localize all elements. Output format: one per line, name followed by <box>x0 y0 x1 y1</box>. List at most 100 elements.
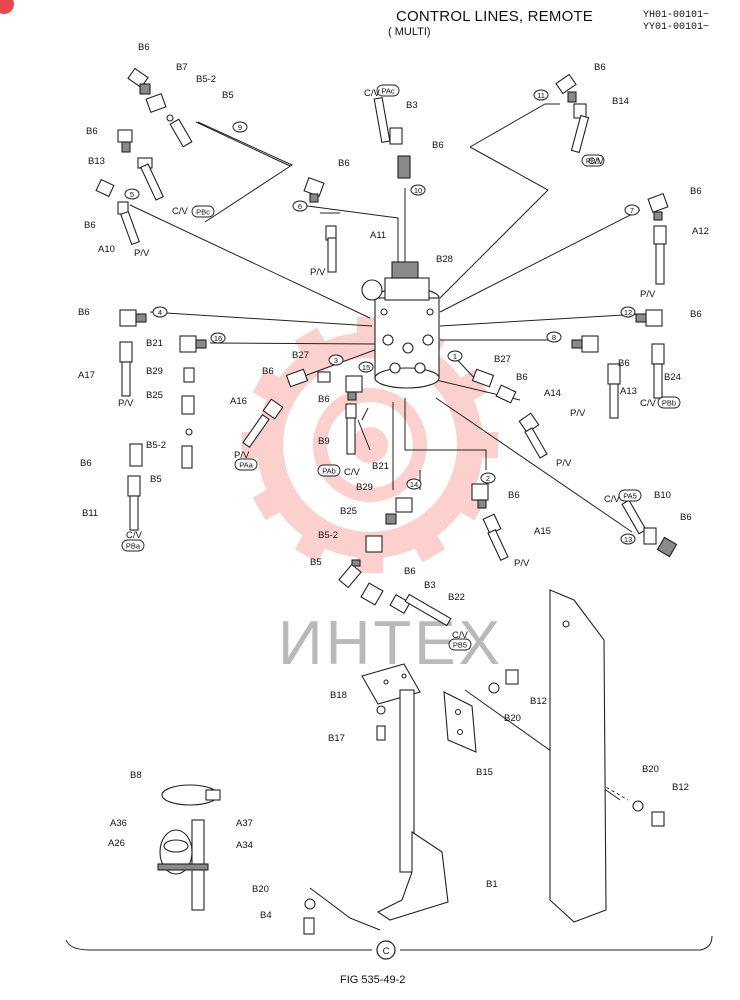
part-label-b4: B4 <box>260 910 272 921</box>
part-label-b6: B6 <box>680 512 692 523</box>
balloon-8: 8 <box>546 331 562 343</box>
balloon-15: 15 <box>358 361 374 373</box>
part-label-b6: B6 <box>78 307 90 318</box>
part-label-b12: B12 <box>530 696 547 707</box>
part-label-cv: C/V <box>604 494 621 505</box>
part-label-a34: A34 <box>236 840 253 851</box>
elbow-fitting-icon <box>571 335 599 353</box>
part-label-b6: B6 <box>516 372 528 383</box>
part-label-pv: P/V <box>134 248 150 259</box>
leader-lines <box>65 103 713 951</box>
elbow-fitting-icon <box>471 368 517 404</box>
part-label-a12: A12 <box>692 226 709 237</box>
balloon-10: 10 <box>410 184 426 196</box>
part-label-b5: B5 <box>222 90 234 101</box>
part-label-b25: B25 <box>146 390 163 401</box>
part-label-b6: B6 <box>338 158 350 169</box>
hose-icon <box>518 412 548 459</box>
balloon-number: 5 <box>130 190 134 199</box>
part-label-b6: B6 <box>618 358 630 369</box>
hose-icon <box>621 499 678 558</box>
part-label-a17: A17 <box>78 370 95 381</box>
balloon-1: 1 <box>447 350 463 362</box>
balloon-16: 16 <box>210 332 226 344</box>
part-label-a13: A13 <box>620 386 637 397</box>
port-tag-text: PAb <box>322 467 336 476</box>
balloon-number: 3 <box>334 356 338 365</box>
part-label-pv: P/V <box>234 450 250 461</box>
part-label-b5-2: B5-2 <box>196 74 216 85</box>
part-label-b18: B18 <box>330 690 347 701</box>
port-tag-pbb: PBb <box>657 396 681 409</box>
part-label-a36: A36 <box>110 818 127 829</box>
elbow-fitting-icon <box>471 483 489 509</box>
part-label-b22: B22 <box>448 592 465 603</box>
balloon-number: 1 <box>453 352 457 361</box>
balloon-6: 6 <box>292 200 308 212</box>
part-label-pv: P/V <box>640 289 656 300</box>
part-label-b8: B8 <box>130 770 142 781</box>
balloon-number: 13 <box>624 535 632 544</box>
serial-range-1: YH01-00101~ <box>643 10 710 21</box>
port-tag-pab: PAb <box>317 464 341 477</box>
elbow-fitting-icon <box>647 192 669 221</box>
balloon-11: 11 <box>533 89 549 101</box>
part-label-cv: C/V <box>452 630 469 641</box>
serial-range-2: YY01-00101~ <box>643 22 710 33</box>
corner-badge <box>0 0 14 14</box>
part-label-b27: B27 <box>494 354 511 365</box>
part-label-b29: B29 <box>146 366 163 377</box>
part-label-b15: B15 <box>476 767 493 778</box>
hose-icon <box>482 513 509 562</box>
part-label-b3: B3 <box>424 580 436 591</box>
hose-icon <box>95 178 140 246</box>
part-label-cv: C/V <box>126 530 143 541</box>
port-tag-pba: PBa <box>121 539 145 552</box>
part-label-b6: B6 <box>508 490 520 501</box>
elbow-fitting-icon <box>117 129 133 153</box>
port-tag-text: PBb <box>662 399 676 408</box>
elbow-fitting-icon <box>351 535 383 567</box>
balloon-3: 3 <box>328 354 344 366</box>
figure-caption: FIG 535-49-2 <box>340 974 406 986</box>
balloon-7: 7 <box>624 204 640 216</box>
clamp-assembly <box>157 784 221 911</box>
fittings <box>95 67 678 627</box>
balloon-number: 12 <box>624 308 632 317</box>
elbow-fitting-icon <box>179 335 207 353</box>
part-label-b29: B29 <box>356 482 373 493</box>
part-label-b21: B21 <box>372 461 389 472</box>
connection-marker-c: C <box>376 940 396 960</box>
part-label-b25: B25 <box>340 506 357 517</box>
part-label-b6: B6 <box>80 458 92 469</box>
elbow-fitting-icon <box>127 67 151 95</box>
part-label-b6: B6 <box>84 220 96 231</box>
port-tag-text: PAa <box>239 461 253 470</box>
balloon-14: 14 <box>406 478 422 490</box>
elbow-fitting-icon <box>360 582 384 606</box>
balloon-number: 8 <box>552 333 556 342</box>
elbow-fitting-icon <box>303 176 325 203</box>
port-tag-text: PB1 <box>586 157 600 166</box>
port-tag-text: PA5 <box>623 492 637 501</box>
elbow-fitting-icon <box>555 73 577 103</box>
part-label-b6: B6 <box>432 140 444 151</box>
port-tag-pb5: PB5 <box>448 638 472 651</box>
part-label-b6: B6 <box>404 566 416 577</box>
hose-icon <box>607 363 621 419</box>
part-label-a15: A15 <box>534 526 551 537</box>
part-label-cv: C/V <box>588 156 605 167</box>
part-label-a10: A10 <box>98 244 115 255</box>
part-label-a37: A37 <box>236 818 253 829</box>
balloon-number: 7 <box>630 206 634 215</box>
port-tag-pa5: PA5 <box>618 489 642 502</box>
hose-icon <box>345 403 357 455</box>
part-label-b17: B17 <box>328 733 345 744</box>
part-label-b5: B5 <box>150 474 162 485</box>
balloon-12: 12 <box>620 306 636 318</box>
part-label-b11: B11 <box>82 508 98 519</box>
part-label-pv: P/V <box>514 558 530 569</box>
